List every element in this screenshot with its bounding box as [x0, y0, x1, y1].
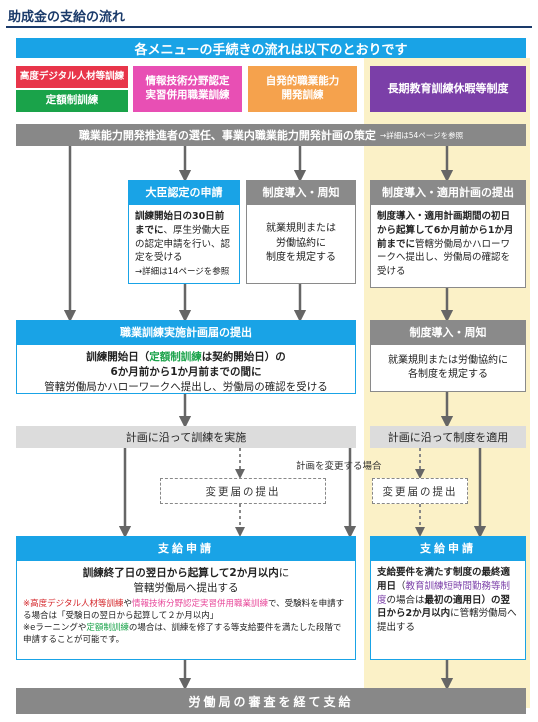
training-plan-line3: 管轄労働局かハローワークへ提出し、労働局の確認を受ける	[44, 381, 328, 394]
final-payment: 労働局の審査を経て支給	[16, 688, 526, 714]
system-plan-head: 制度導入・適用計画の提出	[370, 180, 526, 204]
step-promoter-ref: →詳細は54ページを参照	[379, 130, 464, 140]
payment-right-first-date: 最初の適用日	[424, 594, 482, 606]
system-plan-deadline: 制度導入・適用計画期間の初日から起算して6か月前から1か月前までに	[377, 211, 514, 250]
minister-approval-deadline: 訓練開始日の30日前までに	[135, 211, 225, 236]
payment-right-paren-open: （	[396, 580, 406, 592]
payment-right-deadline: ）の翌日から2か月以内	[377, 594, 511, 620]
step-promoter-selection: 職業能力開発推進者の選任、事業内職業能力開発計画の策定 →詳細は54ページを参照	[16, 124, 526, 146]
category-it-field: 情報技術分野認定 実習併用職業訓練	[133, 66, 242, 112]
minister-approval-text: 、厚生労働大臣の認定申請を行い、認定を受ける	[135, 224, 231, 264]
payment-apply-submit: 管轄労働局へ提出する	[133, 582, 239, 595]
system-intro-head: 制度導入・周知	[246, 180, 356, 204]
payment-apply-main: 訓練終了日の翌日から起算して2か月以内に 管轄労働局へ提出する	[23, 566, 349, 596]
implement-training: 計画に沿って訓練を実施	[16, 426, 356, 448]
step-promoter-text: 職業能力開発推進者の選任、事業内職業能力開発計画の策定	[78, 129, 376, 142]
payment-apply-ni: に	[278, 567, 290, 579]
system-plan-text: 管轄労働局かハローワークへ提出し、労働局の確認を受ける	[377, 238, 511, 278]
system-plan-body: 制度導入・適用計画期間の初日から起算して6か月前から1か月前までに管轄労働局かハ…	[370, 204, 526, 288]
category-voluntary: 自発的職業能力 開発訓練	[248, 66, 357, 112]
implement-system: 計画に沿って制度を適用	[370, 426, 526, 448]
training-plan-line1a: 訓練開始日（	[86, 351, 150, 363]
note1-it-field: 情報技術分野認定実習併用職業訓練	[131, 599, 268, 610]
payment-right-case: の場合は	[386, 594, 425, 606]
system-intro-body: 就業規則または 労働協約に 制度を規定する	[246, 204, 356, 284]
minister-approval-head: 大臣認定の申請	[128, 180, 240, 204]
page-title: 助成金の支給の流れ	[8, 10, 126, 25]
note1-mark: ※	[23, 599, 31, 610]
title-rule	[6, 26, 532, 28]
category-flat-rate: 定額制訓練	[16, 90, 128, 112]
payment-right-final-date: 支給要件を満たす制度の最終適用日	[377, 567, 511, 592]
payment-apply-note2: ※eラーニングや定額制訓練の場合は、訓練を修了する等支給要件を満たした段階で申請…	[23, 623, 349, 647]
category-advanced-digital: 高度デジタル人材等訓練	[16, 66, 128, 88]
training-plan-line2: 6か月前から1か月前までの間に	[110, 366, 262, 379]
change-notice-right: 変更届の提出	[372, 478, 468, 504]
category-long-term-leave: 長期教育訓練休暇等制度	[370, 66, 526, 112]
note1-advanced-digital: 高度デジタル人材等訓練	[30, 599, 124, 610]
system-intro2-body: 就業規則または労働協約に 各制度を規定する	[370, 344, 526, 392]
note2-flat-rate: 定額制訓練	[86, 623, 129, 634]
payment-apply-note1: ※高度デジタル人材等訓練や情報技術分野認定実習併用職業訓練で、受験料を申請する場…	[23, 599, 349, 623]
note1-rest: で、受験料を申請する場合は「受験日の翌日から起算して２か月以内」	[23, 599, 345, 622]
payment-apply-body-left: 訓練終了日の翌日から起算して2か月以内に 管轄労働局へ提出する ※高度デジタル人…	[16, 560, 356, 660]
training-plan-head: 職業訓練実施計画届の提出	[16, 320, 356, 344]
note2-mark: ※eラーニングや	[23, 623, 87, 634]
minister-approval-ref: →詳細は14ページを参照	[135, 267, 230, 278]
training-plan-body: 訓練開始日（定額制訓練は契約開始日）の 6か月前から1か月前までの間に 管轄労働…	[16, 344, 356, 394]
training-plan-line1c: は契約開始日）の	[201, 351, 286, 363]
change-label: 計画を変更する場合	[296, 461, 382, 472]
payment-apply-head-right: 支給申請	[370, 536, 526, 560]
note2-rest: の場合は、訓練を修了する等支給要件を満たした段階で申請することが可能です。	[23, 623, 342, 646]
minister-approval-body: 訓練開始日の30日前までに、厚生労働大臣の認定申請を行い、認定を受ける →詳細は…	[128, 204, 240, 284]
payment-apply-head-left: 支給申請	[16, 536, 356, 560]
payment-right-short-hours: 教育訓練短時間勤務等制度	[377, 580, 511, 606]
note1-ya: や	[123, 599, 132, 610]
flow-banner: 各メニューの手続きの流れは以下のとおりです	[16, 38, 526, 58]
change-notice-left: 変更届の提出	[160, 478, 326, 504]
system-intro2-head: 制度導入・周知	[370, 320, 526, 344]
training-plan-flat-rate: 定額制訓練	[149, 351, 202, 363]
payment-apply-deadline: 訓練終了日の翌日から起算して2か月以内	[82, 567, 279, 579]
payment-apply-body-right: 支給要件を満たす制度の最終適用日（教育訓練短時間勤務等制度の場合は最初の適用日）…	[370, 560, 526, 660]
payment-right-submit: に管轄労働局へ提出する	[377, 608, 517, 634]
